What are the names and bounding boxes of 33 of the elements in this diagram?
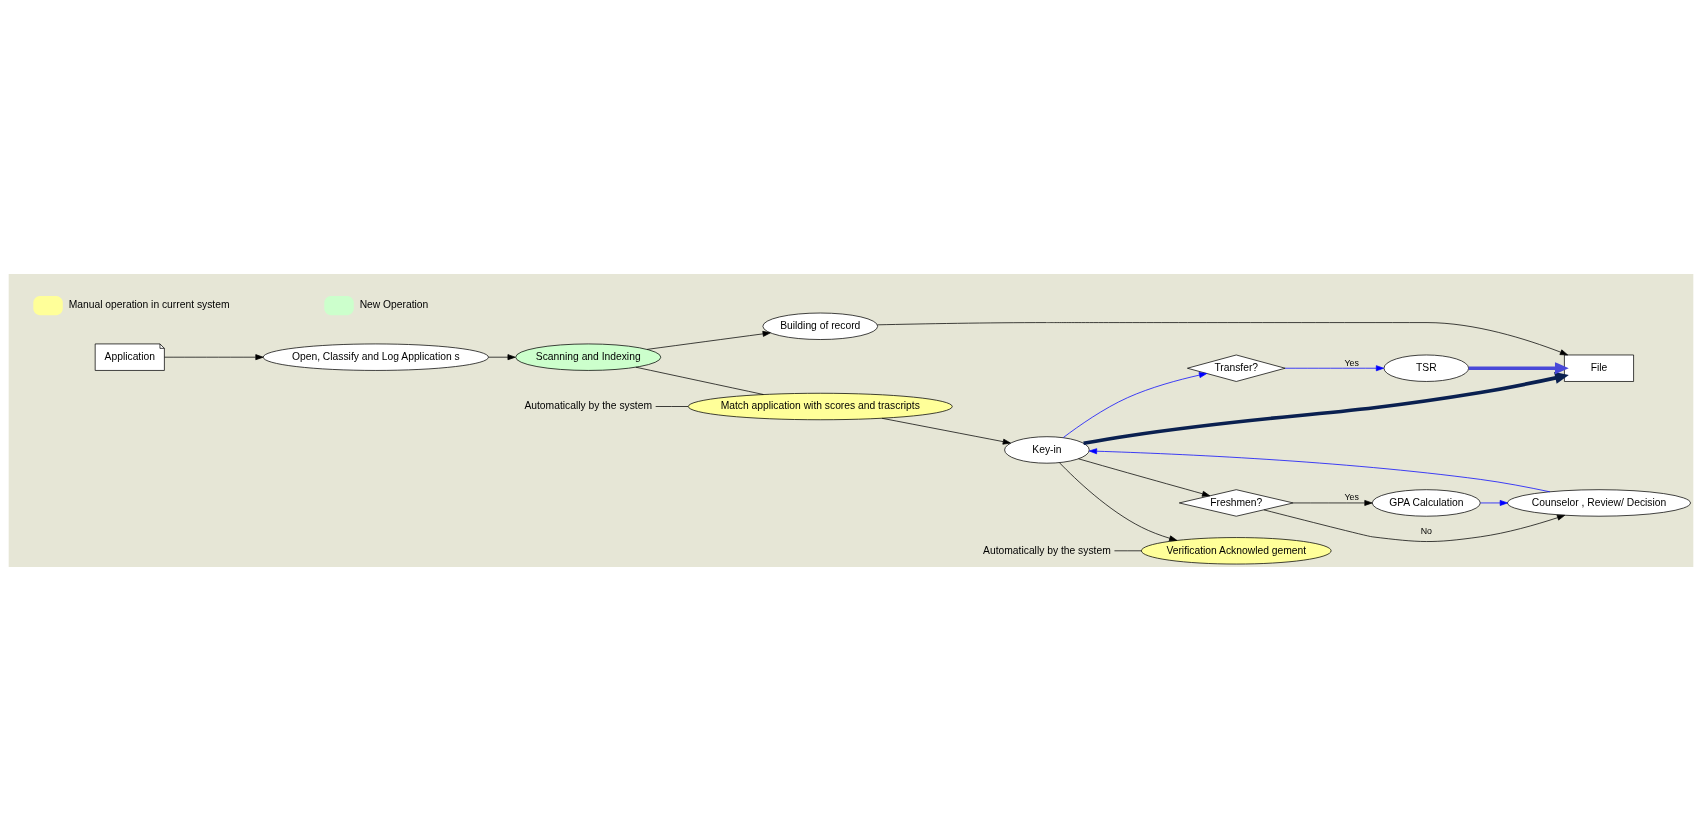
edge-label: No (1420, 525, 1432, 536)
node-text: Automatically by the system (524, 399, 653, 411)
node-ellipse: Open, Classify and Log Application s (262, 343, 489, 371)
legend-label: Manual operation in current system (68, 298, 230, 310)
arrow (646, 330, 771, 350)
connector (635, 366, 764, 395)
arrow (1062, 371, 1208, 438)
arrow (1059, 461, 1178, 541)
arrow (1088, 447, 1551, 492)
node-ellipse: GPA Calculation (1371, 488, 1481, 517)
arrow (1292, 499, 1373, 506)
arrow (877, 321, 1569, 355)
node-text: Automatically by the system (983, 544, 1111, 556)
arrow (1078, 457, 1211, 497)
arrow (164, 353, 264, 360)
arrow (1480, 499, 1508, 506)
node-ellipse: Scanning and Indexing (515, 343, 662, 371)
arrow (1284, 364, 1385, 371)
arrow (881, 417, 1011, 445)
node-box: File (1564, 354, 1634, 382)
arrow (1468, 361, 1569, 374)
node-diamond: Transfer? (1187, 354, 1286, 382)
edge-label: Yes (1344, 491, 1359, 502)
node-ellipse: Counselor , Review/ Decision (1507, 488, 1691, 517)
arrow (1263, 509, 1566, 542)
arrow (1083, 371, 1569, 445)
node-ellipse: Match application with scores and trascripts (687, 392, 953, 420)
edge-label: Yes (1344, 357, 1359, 368)
node-ellipse: TSR (1383, 354, 1469, 382)
connector (1114, 549, 1142, 551)
arrow (488, 353, 516, 360)
connector (655, 405, 689, 407)
legend-label: New Operation (359, 298, 429, 310)
